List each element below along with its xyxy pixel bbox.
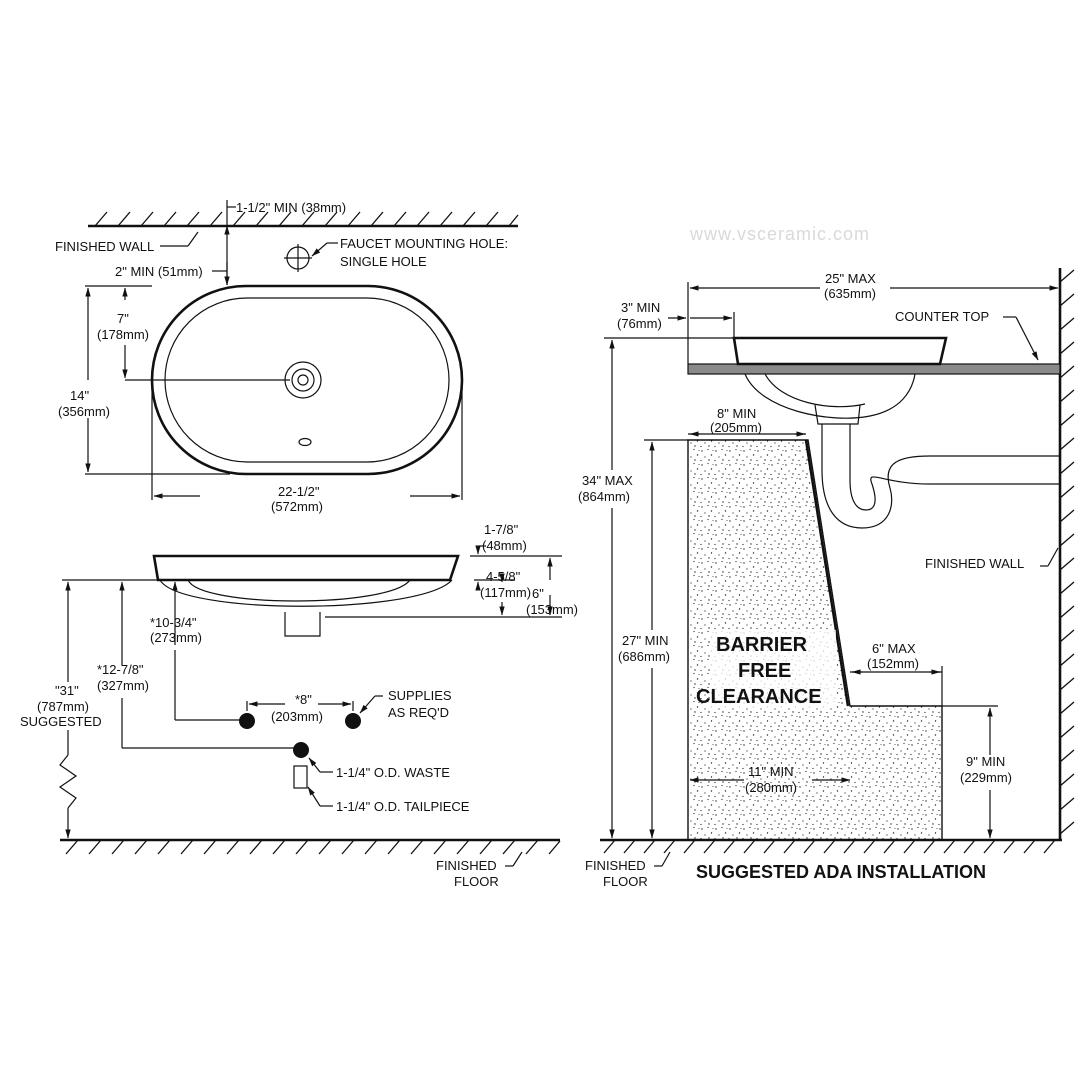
bowl-dim-mm: (117mm) [480,585,531,600]
wall-offset-bottom-label: 2" MIN (51mm) [115,264,203,279]
ada-finished-wall-label: FINISHED WALL [925,556,1024,571]
faucet-hole-label-line2: SINGLE HOLE [340,254,427,269]
width-dim-in: 22-1/2" [278,484,320,499]
toe-max-dim-in: 6" MAX [872,641,916,656]
waste-label: 1-1/4" O.D. WASTE [336,765,450,780]
counter-top [687,363,1061,375]
edge-min-dim-in: 3" MIN [621,300,660,315]
toe-depth-dim-in: 11" MIN [748,764,794,779]
ada-floor-label-line1: FINISHED [585,858,646,873]
overflow-icon [298,437,312,447]
rim-dim-mm: (48mm) [482,538,527,553]
supply-spacing-dim-mm: (203mm) [271,709,323,724]
max-height-dim-in: 34" MAX [582,473,633,488]
max-height-dim-mm: (864mm) [578,489,630,504]
ada-installation-view: COUNTER TOP BARRIER FREE CLEARANCE 25" M… [578,268,1075,889]
clearance-label-line1: BARRIER [716,634,808,656]
watermark-text: www.vsceramic.com [689,224,870,244]
toe-depth-dim-mm: (280mm) [745,780,797,795]
p-trap-inner [849,424,1060,511]
top-view-wall-hatch [94,211,519,227]
waste-height-dim-in: *12-7/8" [97,662,144,677]
knee-depth-dim-mm: (205mm) [710,420,762,435]
tailpiece-label: 1-1/4" O.D. TAILPIECE [336,799,470,814]
depth-dim-mm: (356mm) [58,404,110,419]
supply-spacing-dim-in: *8" [295,692,312,707]
depth-dim-in: 14" [70,388,89,403]
center-dim-mm: (178mm) [97,327,149,342]
max-depth-dim-in: 25" MAX [825,271,876,286]
tailpiece-icon [293,765,308,789]
bowl-dim-in: 4-5/8" [486,569,521,584]
supply-height-dim-mm: (273mm) [150,630,202,645]
clearance-label-line3: CLEARANCE [696,686,822,708]
top-view: 1-1/2" MIN (38mm) FINISHED WALL 2" MIN (… [55,200,519,514]
supply-left-icon [239,713,255,729]
supply-right-icon [345,713,361,729]
center-dim-in: 7" [117,311,129,326]
clearance-label-line2: FREE [738,660,791,682]
ada-installation-title: SUGGESTED ADA INSTALLATION [696,862,986,882]
supplies-label-line2: AS REQ'D [388,705,449,720]
width-dim-mm: (572mm) [271,499,323,514]
faucet-hole-label-line1: FAUCET MOUNTING HOLE: [340,236,508,251]
side-view-floor-hatch [65,839,561,855]
side-floor-label-line2: FLOOR [454,874,499,889]
total-dim-mm: (153mm) [526,602,578,617]
finished-wall-label: FINISHED WALL [55,239,154,254]
ada-drain [814,404,861,425]
toe-height-dim-in: 9" MIN [966,754,1005,769]
knee-height-dim-mm: (686mm) [618,649,670,664]
counter-top-label: COUNTER TOP [895,309,989,324]
total-dim-in: 6" [532,586,544,601]
side-view: 1-7/8" (48mm) 4-5/8" (117mm) 6" (153mm) … [20,522,578,889]
max-depth-dim-mm: (635mm) [824,286,876,301]
waste-height-dim-mm: (327mm) [97,678,149,693]
ada-floor-hatch [603,839,1056,854]
sink-drain-stub [284,612,321,637]
knee-depth-dim-in: 8" MIN [717,406,756,421]
p-trap-outer [821,424,1060,529]
supply-height-dim-in: *10-3/4" [150,615,197,630]
supplies-label-line1: SUPPLIES [388,688,452,703]
sink-rim-profile [152,554,460,582]
break-symbol [58,754,78,809]
rim-height-dim-mm: (787mm) [37,699,89,714]
ada-floor-label-line2: FLOOR [603,874,648,889]
edge-min-dim-mm: (76mm) [617,316,662,331]
toe-max-dim-mm: (152mm) [867,656,919,671]
drain-icon [284,361,322,399]
toe-height-dim-mm: (229mm) [960,770,1012,785]
knee-height-dim-in: 27" MIN [622,633,669,648]
ada-sink-rim [732,336,948,366]
rim-dim-in: 1-7/8" [484,522,519,537]
waste-icon [293,742,309,758]
wall-offset-top-label: 1-1/2" MIN (38mm) [236,200,346,215]
rim-height-dim-in: "31" [55,683,79,698]
side-floor-label-line1: FINISHED [436,858,497,873]
ada-wall-hatch [1059,269,1075,835]
rim-height-note: SUGGESTED [20,714,102,729]
